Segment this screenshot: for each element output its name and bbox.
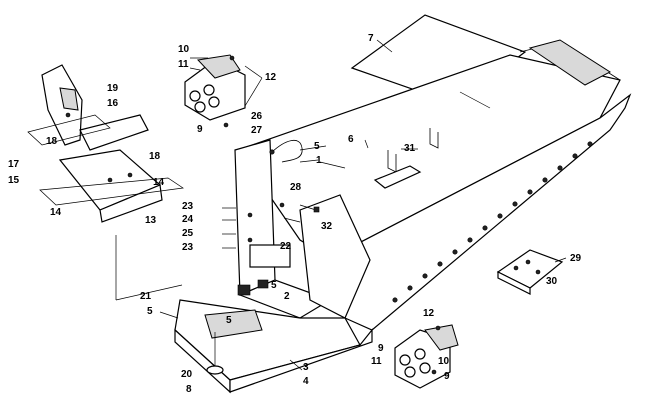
part-8-bumper (206, 332, 224, 375)
callout-5: 5 (271, 280, 277, 291)
callout-11: 11 (178, 59, 189, 70)
front-bulkhead (174, 139, 373, 394)
callout-20: 20 (181, 369, 193, 380)
callout-23: 23 (182, 201, 194, 212)
callout-6: 6 (348, 134, 354, 145)
callout-8: 8 (186, 384, 192, 395)
callout-29: 29 (570, 253, 582, 264)
callout-4: 4 (303, 376, 309, 387)
callout-24: 24 (182, 214, 194, 225)
callout-11: 11 (371, 356, 382, 367)
callout-28: 28 (290, 182, 302, 193)
part-12-bracket-top (184, 54, 246, 128)
callout-26: 26 (251, 111, 263, 122)
callout-2: 2 (284, 291, 290, 302)
callout-32: 32 (321, 221, 333, 232)
part-12-bracket-bottom (394, 324, 459, 389)
callout-18: 18 (46, 136, 58, 147)
callout-12: 12 (265, 72, 277, 83)
callout-14: 14 (50, 207, 62, 218)
callout-25: 25 (182, 228, 194, 239)
callout-5: 5 (226, 315, 232, 326)
leader-lines (115, 57, 567, 371)
callout-5: 5 (314, 141, 320, 152)
part-31-u-bracket (373, 128, 439, 189)
callout-5: 5 (147, 306, 153, 317)
callout-13: 13 (145, 215, 157, 226)
callout-1: 1 (316, 155, 322, 166)
callout-23: 23 (182, 242, 194, 253)
callout-10: 10 (438, 356, 450, 367)
callout-12: 12 (423, 308, 435, 319)
callout-3: 3 (303, 362, 309, 373)
callout-19: 19 (107, 83, 119, 94)
callout-9: 9 (378, 343, 384, 354)
callout-14: 14 (153, 177, 165, 188)
callout-18: 18 (149, 151, 161, 162)
callout-21: 21 (140, 291, 152, 302)
part-30-plate (496, 249, 564, 295)
callout-9: 9 (444, 371, 450, 382)
callout-31: 31 (404, 143, 416, 154)
callout-15: 15 (8, 175, 20, 186)
callout-30: 30 (546, 276, 558, 287)
part-16-bracket (41, 64, 163, 223)
callout-10: 10 (178, 44, 190, 55)
callout-17: 17 (8, 159, 20, 170)
part-28-bolt (299, 204, 320, 213)
callout-27: 27 (251, 125, 263, 136)
callout-7: 7 (368, 33, 374, 44)
part-26-cable (269, 139, 303, 163)
callout-9: 9 (197, 124, 203, 135)
callout-16: 16 (107, 98, 119, 109)
callout-22: 22 (280, 241, 292, 252)
tunnel-rivet-holes (392, 141, 593, 303)
